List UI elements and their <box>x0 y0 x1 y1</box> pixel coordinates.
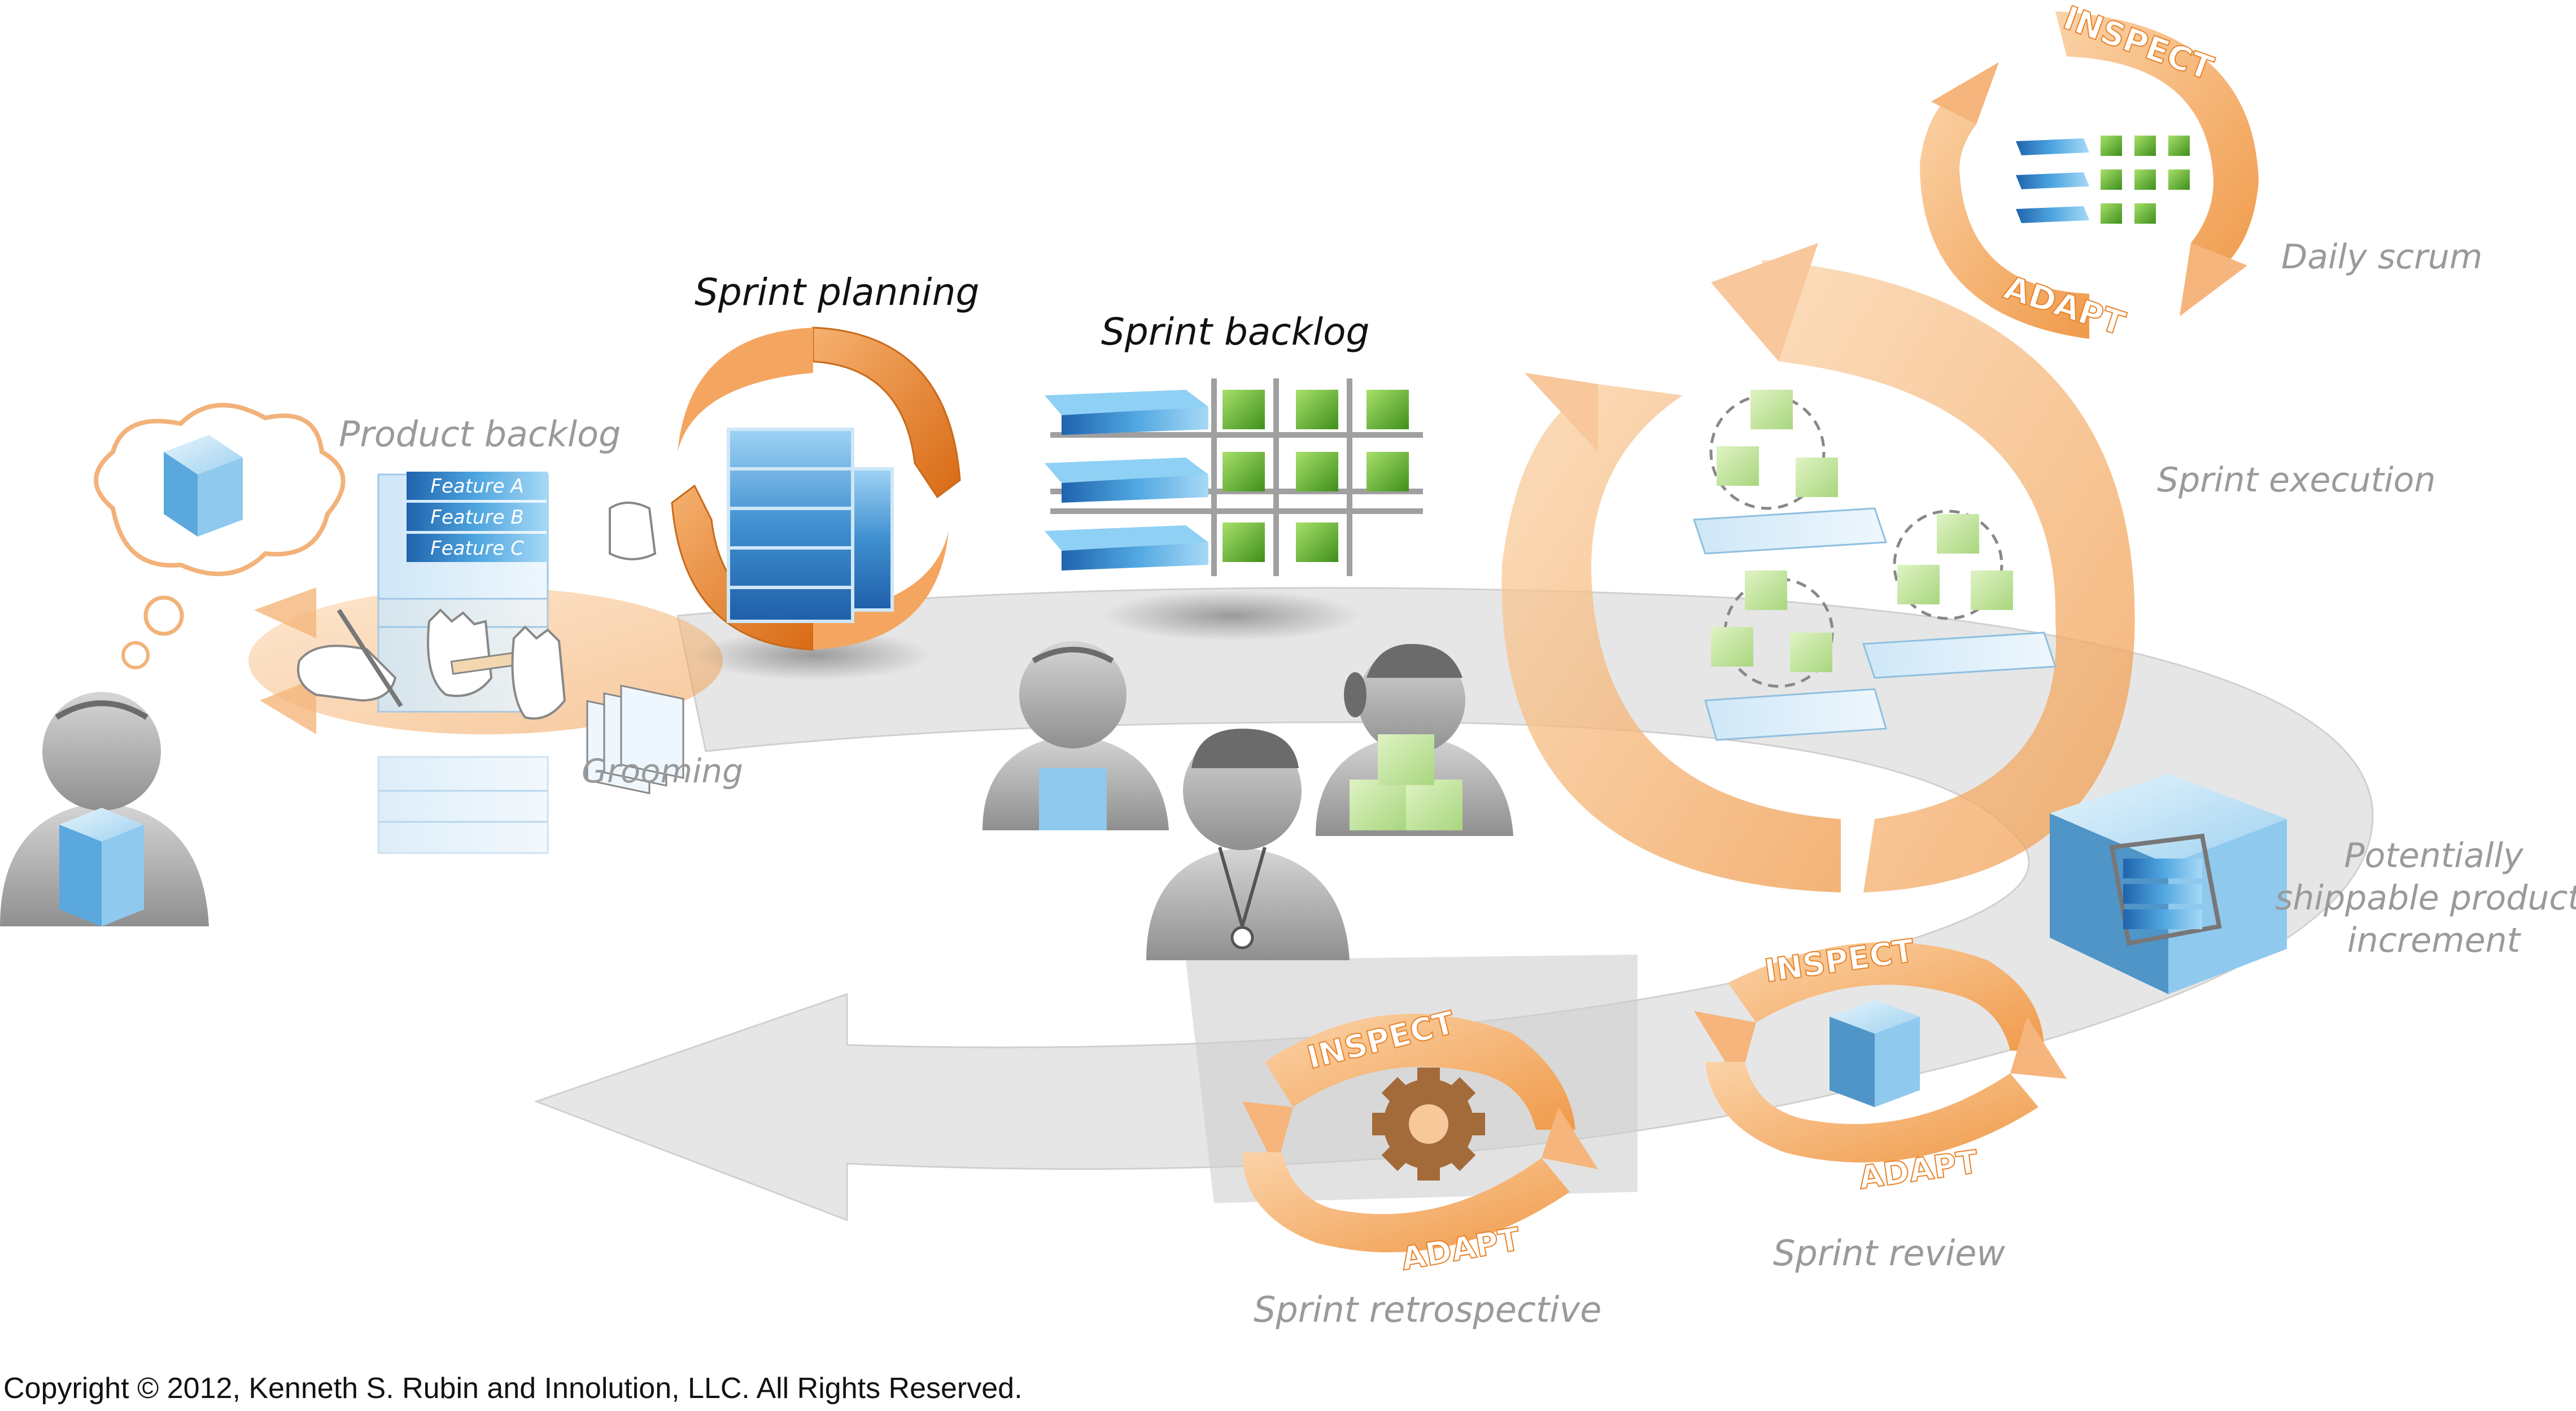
in-progress-task-cubes <box>1711 390 2013 672</box>
daily-scrum-label: Daily scrum <box>2281 237 2482 277</box>
team-member-1-person-icon <box>983 641 1169 830</box>
sprint-task-cubes <box>1222 390 1409 562</box>
feature-c-label: Feature C <box>430 537 524 560</box>
hand-icon <box>586 502 684 795</box>
feature-b-label: Feature B <box>430 506 523 529</box>
team-member-2-person-icon <box>1316 644 1513 836</box>
product-owner-person-icon <box>0 692 209 926</box>
gear-icon <box>1372 1068 1485 1181</box>
review-cube-icon <box>1830 1000 1920 1107</box>
scrum-master-person-icon <box>1146 729 1350 960</box>
sprint-execution-cycle <box>1501 243 2135 892</box>
diagram-labels: Product backlog Grooming Sprint planning… <box>339 237 2576 1330</box>
sprint-execution-work <box>1692 390 2057 741</box>
copyright-notice: Copyright © 2012, Kenneth S. Rubin and I… <box>3 1372 1023 1405</box>
idea-cloud <box>94 403 346 669</box>
sprint-retrospective-label: Sprint retrospective <box>1254 1289 1601 1330</box>
sprint-backlog-label: Sprint backlog <box>1101 310 1369 354</box>
psi-label-line-3: increment <box>2347 921 2522 960</box>
hand-icon <box>297 608 403 708</box>
grooming-label: Grooming <box>582 752 743 790</box>
sprint-review-label: Sprint review <box>1773 1233 2005 1274</box>
product-increment-cube-icon <box>2050 774 2287 994</box>
daily-scrum-loop: INSPECT ADAPT <box>1920 0 2259 343</box>
sprint-backlog-board <box>1045 378 1423 641</box>
grooming-hands <box>297 502 684 795</box>
feature-a-label: Feature A <box>430 475 523 498</box>
feature-c-row: Feature C <box>407 534 548 562</box>
idea-cube-icon <box>164 435 243 537</box>
product-backlog-label: Product backlog <box>339 413 621 455</box>
sprint-planning-icon <box>671 326 961 681</box>
sprint-backlog-items <box>1045 390 1208 571</box>
sprint-planning-label: Sprint planning <box>695 271 979 314</box>
feature-b-row: Feature B <box>407 503 548 531</box>
hand-icon <box>511 625 566 720</box>
psi-label-line-1: Potentially <box>2344 836 2524 876</box>
feature-a-row: Feature A <box>407 472 548 500</box>
daily-board-icon <box>2016 136 2190 224</box>
lanyard-icon <box>1218 847 1267 950</box>
psi-label-line-2: shippable product <box>2275 878 2576 918</box>
sprint-execution-label: Sprint execution <box>2157 460 2435 500</box>
